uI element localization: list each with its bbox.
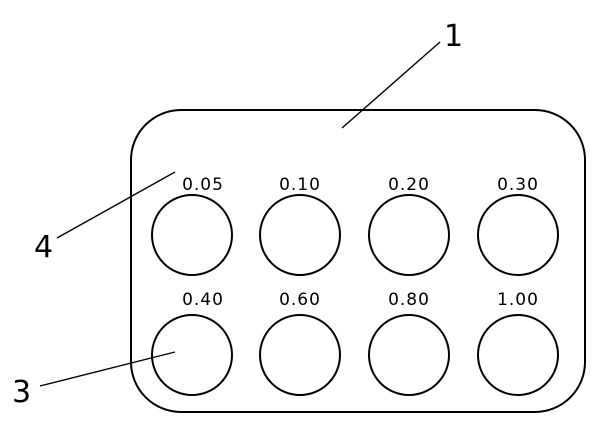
callout-tray-number: 1 [444,19,463,54]
well-label-r1-c2: 0.10 [279,175,321,195]
tray-outline [130,109,586,413]
well-label-r1-c1: 0.05 [182,175,224,195]
callout-label-number: 4 [34,230,53,265]
well-r2-c1 [151,314,233,396]
leader-line-label [56,171,176,239]
well-r1-c2 [259,194,341,276]
well-r2-c3 [368,314,450,396]
callout-well-number: 3 [12,375,31,410]
leader-line-tray [341,41,441,129]
well-label-r2-c1: 0.40 [182,290,224,310]
well-label-r2-c3: 0.80 [388,290,430,310]
well-label-r1-c3: 0.20 [388,175,430,195]
well-label-r2-c4: 1.00 [497,290,539,310]
well-r2-c2 [259,314,341,396]
well-r2-c4 [477,314,559,396]
well-label-r1-c4: 0.30 [497,175,539,195]
well-r1-c4 [477,194,559,276]
well-label-r2-c2: 0.60 [279,290,321,310]
leader-line-well [39,351,176,387]
well-r1-c3 [368,194,450,276]
well-r1-c1 [151,194,233,276]
